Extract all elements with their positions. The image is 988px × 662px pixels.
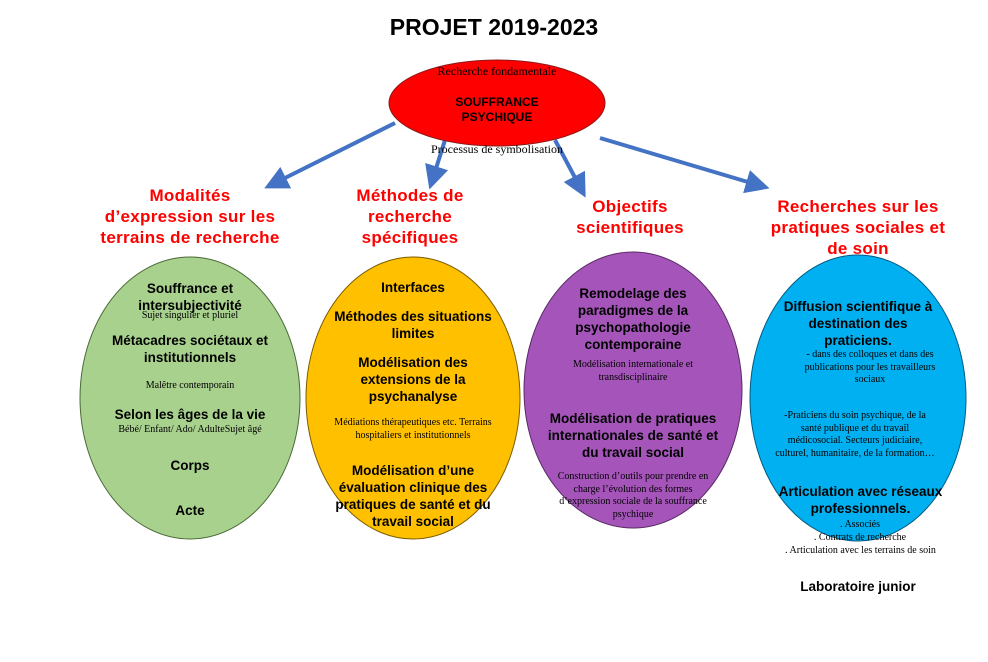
item-text: - dans des colloques et dans des publica…	[804, 349, 936, 385]
core-bottom-label: Processus de symbolisation	[431, 142, 563, 156]
ellipse-col3	[523, 251, 743, 529]
ellipse-col4	[749, 254, 967, 542]
item-text: . Associés	[840, 519, 880, 530]
item-text: Bébé/ Enfant/ Ado/ AdulteSujet âgé	[118, 424, 262, 435]
heading-col2: Méthodes de recherche spécifiques	[356, 186, 464, 247]
item-text: Corps	[170, 458, 210, 473]
item-text: Modélisation internationale et transdisc…	[573, 359, 693, 383]
item-text: Acte	[175, 503, 205, 518]
item-text: Sujet singulier et pluriel	[141, 310, 239, 321]
arrow-col2	[425, 139, 449, 190]
item-text: Construction d’outils pour prendre en ch…	[557, 471, 709, 520]
item-text: Remodelage des paradigmes de la psychopa…	[575, 286, 691, 352]
heading-col4: Recherches sur les pratiques sociales et…	[770, 197, 946, 258]
item-text: Interfaces	[381, 280, 445, 295]
ellipse-col2	[305, 256, 521, 540]
item-text: Diffusion scientifique à destination des…	[783, 299, 933, 348]
item-text: Médiations thérapeutiques etc. Terrains …	[334, 417, 492, 441]
ellipse-col1	[79, 256, 301, 540]
item-text: -Praticiens du soin psychique, de la san…	[775, 410, 935, 459]
item-text: Modélisation des extensions de la psycha…	[358, 355, 468, 404]
item-text: Selon les âges de la vie	[114, 407, 266, 422]
arrow-col3	[553, 139, 586, 198]
core-ellipse	[388, 59, 606, 147]
heading-col3: Objectifs scientifiques	[576, 197, 684, 237]
item-text: Modélisation de pratiques internationale…	[547, 411, 719, 460]
item-text: Souffrance et intersubjectivité	[138, 281, 242, 313]
page-title: PROJET 2019-2023	[389, 14, 599, 40]
item-text: Laboratoire junior	[800, 579, 916, 594]
heading-col1: Modalités d’expression sur les terrains …	[100, 186, 280, 247]
core-main-label: SOUFFRANCE PSYCHIQUE	[455, 95, 539, 124]
arrow-col1	[264, 121, 396, 189]
item-text: Métacadres sociétaux et institutionnels	[111, 333, 269, 365]
item-text: Modélisation d’une évaluation clinique d…	[335, 463, 491, 529]
item-text: Méthodes des situations limites	[334, 309, 492, 341]
item-text: Articulation avec réseaux professionnels…	[778, 484, 943, 516]
item-text: . Contrats de recherche	[813, 532, 907, 543]
core-top-label: Recherche fondamentale	[437, 64, 557, 78]
item-text: . Articulation avec les terrains de soin	[785, 545, 936, 556]
arrow-col4	[599, 136, 770, 194]
item-text: Malêtre contemporain	[145, 380, 235, 391]
